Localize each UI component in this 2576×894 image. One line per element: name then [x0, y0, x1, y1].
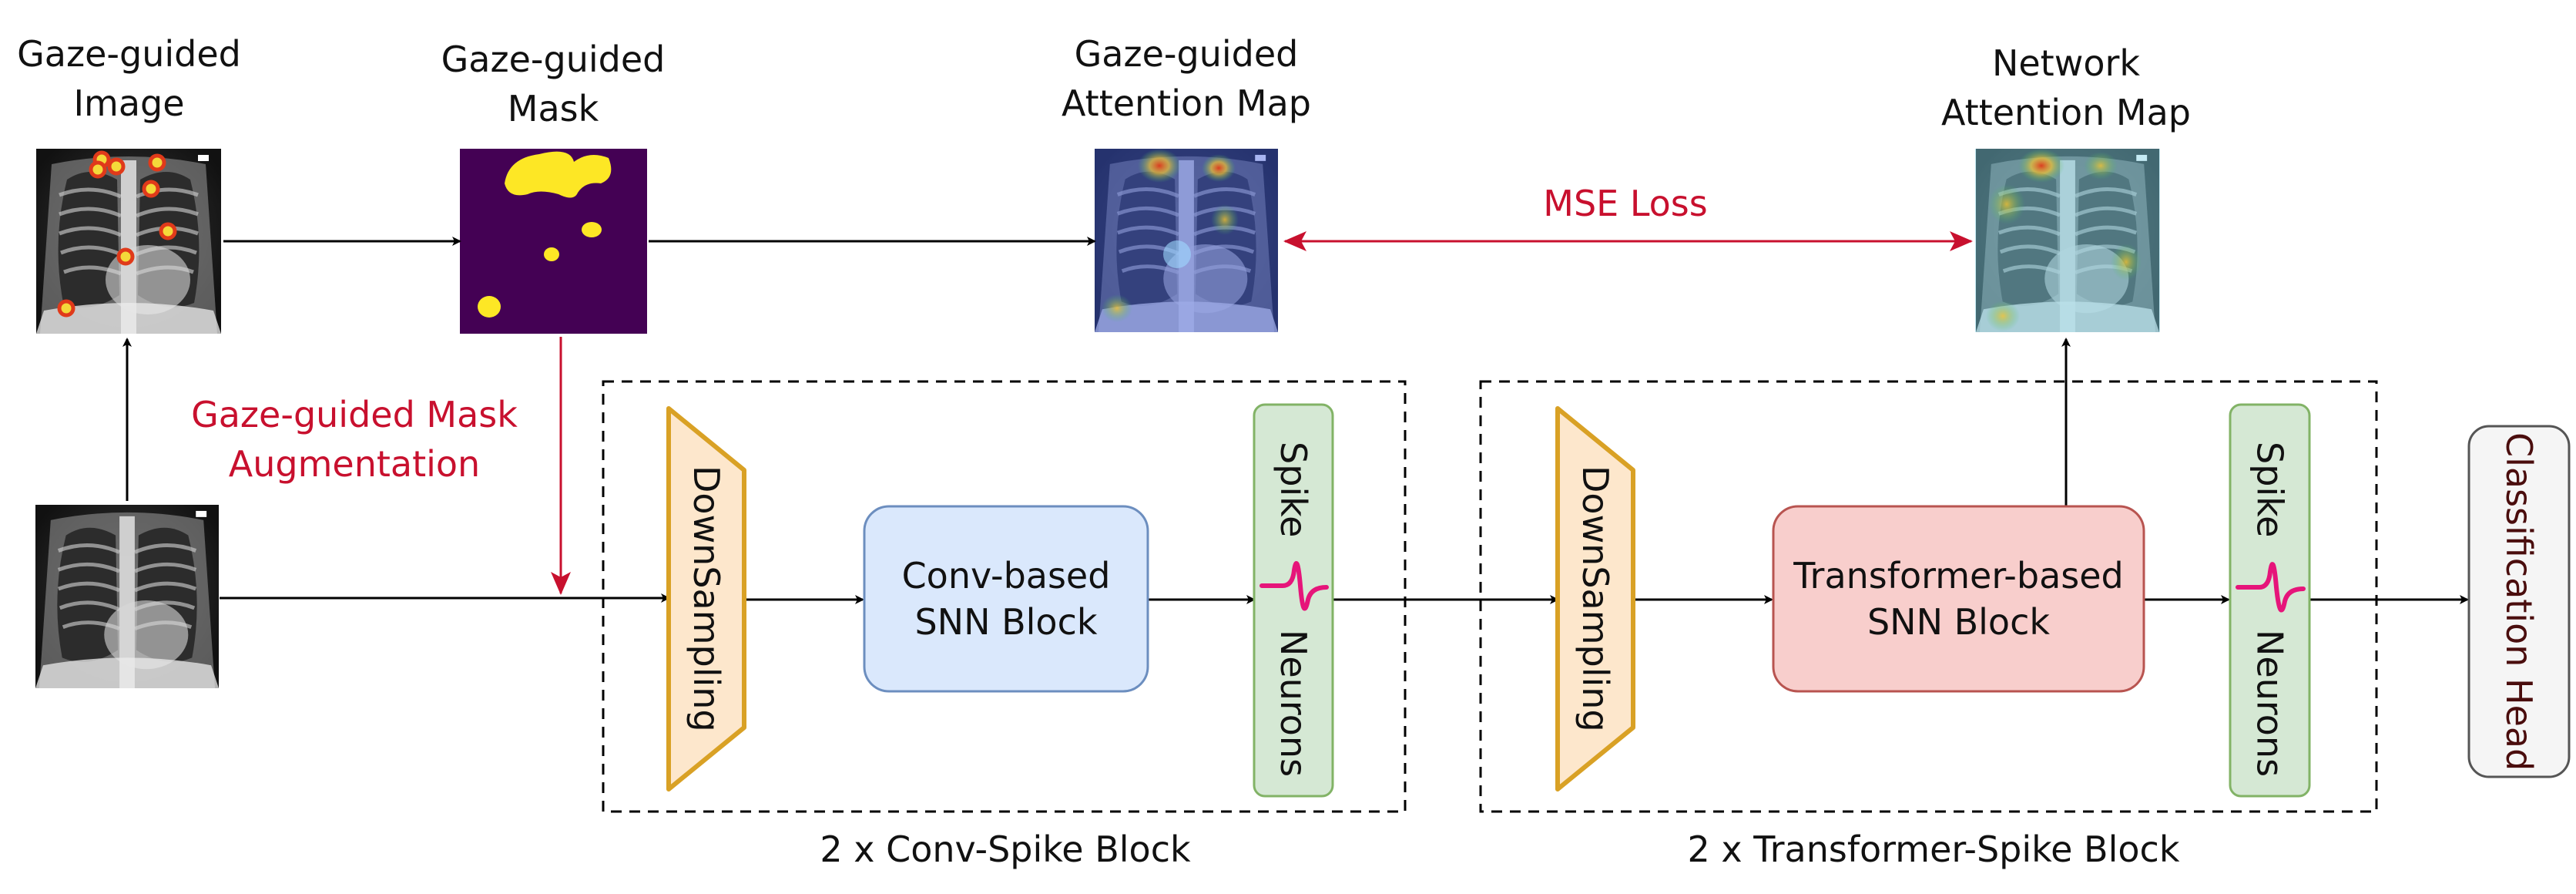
- transformer-downsampling-label: DownSampling: [1575, 465, 1616, 732]
- gaze-attention-title: Gaze-guided Attention Map: [1062, 33, 1311, 124]
- transformer-downsampling-shape: [1555, 406, 1635, 791]
- conv-downsampling-label: DownSampling: [686, 465, 727, 732]
- conv-stage-caption: 2 x Conv-Spike Block: [820, 828, 1191, 870]
- transformer-snn-block-label: Transformer-based SNN Block: [1793, 555, 2124, 643]
- gaze-attention-map: [1095, 149, 1278, 332]
- conv-snn-block-shape: [863, 505, 1149, 693]
- transformer-snn-block-shape: [1772, 505, 2145, 693]
- mse-loss-label: MSE Loss: [1543, 183, 1708, 224]
- conv-spike-bottom-label: Neurons: [1273, 629, 1314, 778]
- input-xray-image: [35, 505, 219, 688]
- gaze-mask-title: Gaze-guided Mask: [441, 39, 666, 129]
- transformer-stage-caption: 2 x Transformer-Spike Block: [1687, 828, 2180, 870]
- gaze-guided-mask: [460, 149, 647, 334]
- conv-spike-neurons-shape: [1253, 403, 1334, 798]
- network-attention-title: Network Attention Map: [1941, 42, 2191, 133]
- conv-spike-top-label: Spike: [1273, 441, 1314, 538]
- transformer-spike-wave-icon: [2236, 562, 2306, 613]
- conv-stage-container: [602, 380, 1407, 813]
- transformer-spike-top-label: Spike: [2249, 441, 2291, 538]
- conv-spike-wave-icon: [1259, 561, 1329, 611]
- transformer-stage-container: [1479, 380, 2378, 813]
- classification-head-label: Classification Head: [2498, 432, 2540, 771]
- conv-downsampling-shape: [666, 406, 746, 791]
- gaze-guided-image: [36, 149, 221, 334]
- conv-snn-block-label: Conv-based SNN Block: [901, 555, 1111, 643]
- classification-head-shape: [2467, 425, 2571, 778]
- transformer-spike-bottom-label: Neurons: [2249, 629, 2291, 778]
- gaze-image-title: Gaze-guided Image: [17, 33, 241, 124]
- transformer-spike-neurons-shape: [2229, 403, 2311, 798]
- mask-augmentation-label: Gaze-guided Mask Augmentation: [191, 394, 518, 485]
- network-attention-map: [1975, 149, 2160, 332]
